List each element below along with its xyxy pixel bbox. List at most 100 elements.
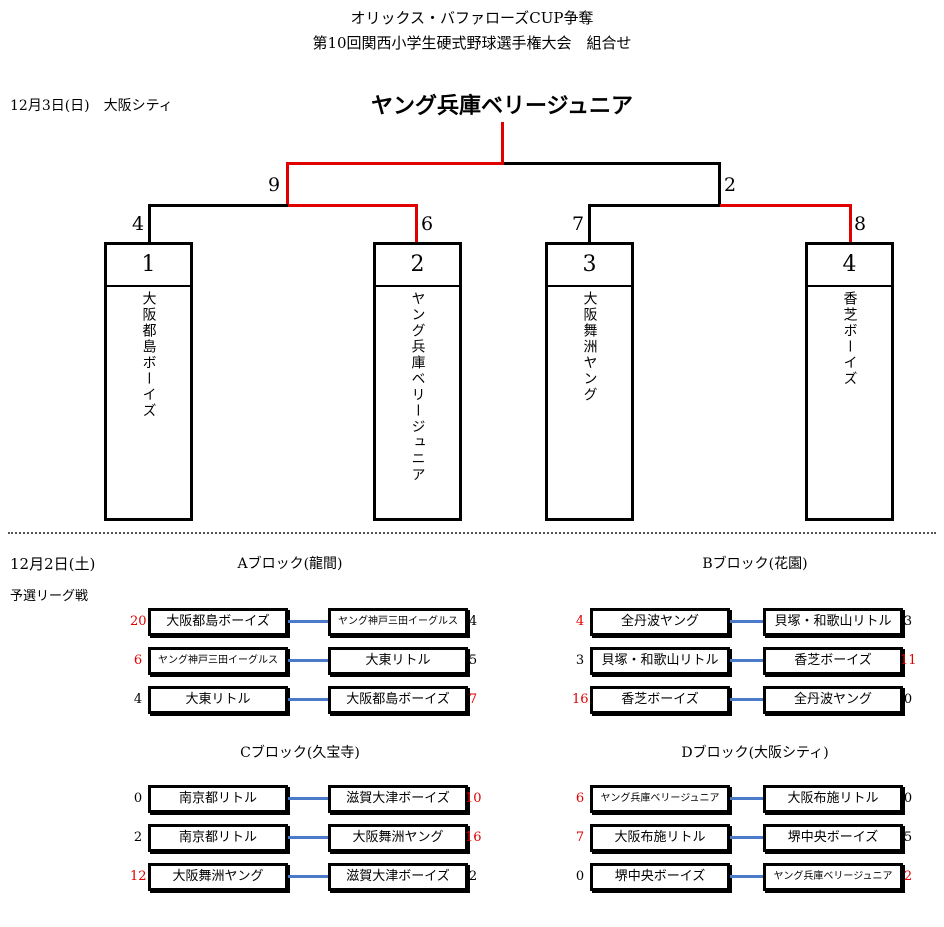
home-score: 6	[575, 791, 585, 806]
semi-left-line-a	[148, 204, 288, 207]
away-score: 5	[903, 830, 913, 845]
away-score: 5	[468, 653, 478, 668]
semi-left-line-b	[288, 204, 418, 207]
away-score: 2	[903, 869, 913, 884]
score-right-semi: 2	[724, 174, 737, 196]
score-team4: 8	[854, 213, 867, 235]
away-score: 11	[900, 653, 917, 668]
away-score: 0	[903, 791, 913, 806]
team-box-2: 2 ヤング兵庫ベリージュニア	[373, 242, 462, 521]
section-divider	[8, 532, 936, 534]
score-team3: 7	[572, 213, 585, 235]
block-title: Bブロック(花園)	[702, 556, 808, 572]
home-team: 貝塚・和歌山リトル	[590, 647, 730, 675]
away-team: 滋賀大津ボーイズ	[328, 785, 468, 813]
team4-stem	[849, 204, 852, 244]
team3-stem	[588, 204, 591, 244]
home-score: 7	[575, 830, 585, 845]
home-score: 16	[572, 692, 589, 707]
match-connector	[288, 797, 328, 800]
team-name: 大阪舞洲ヤング	[581, 291, 598, 403]
block-title: Cブロック(久宝寺)	[240, 745, 360, 761]
home-team: ヤング兵庫ベリージュニア	[590, 785, 730, 813]
final-line-right	[504, 162, 720, 165]
prelim-date: 12月2日(土)	[10, 555, 96, 573]
match-connector	[288, 620, 328, 623]
team-name: 香芝ボーイズ	[841, 291, 858, 387]
final-date-place: 12月3日(日) 大阪シティ	[10, 98, 173, 114]
home-score: 20	[130, 614, 147, 629]
away-team: 香芝ボーイズ	[763, 647, 903, 675]
match-connector	[730, 620, 763, 623]
away-score: 2	[468, 869, 478, 884]
home-team: 南京都リトル	[148, 824, 288, 852]
team-box-4: 4 香芝ボーイズ	[805, 242, 894, 521]
semi-left-stem	[286, 162, 289, 206]
score-team2: 6	[421, 213, 434, 235]
away-score: 10	[465, 791, 482, 806]
match-connector	[730, 836, 763, 839]
champion-name: ヤング兵庫ベリージュニア	[370, 93, 634, 119]
team-number: 1	[107, 245, 190, 287]
semi-right-stem	[718, 162, 721, 206]
title-line1: オリックス・バファローズCUP争奪	[350, 9, 594, 27]
team-number: 2	[376, 245, 459, 287]
away-team: 全丹波ヤング	[763, 686, 903, 714]
away-team: ヤング神戸三田イーグルス	[328, 608, 468, 636]
match-connector	[730, 875, 763, 878]
match-connector	[288, 698, 328, 701]
away-team: 大阪布施リトル	[763, 785, 903, 813]
away-team: 滋賀大津ボーイズ	[328, 863, 468, 891]
semi-right-line-b	[720, 204, 852, 207]
score-team1: 4	[132, 213, 145, 235]
home-team: 大阪舞洲ヤング	[148, 863, 288, 891]
away-team: 堺中央ボーイズ	[763, 824, 903, 852]
home-score: 0	[133, 791, 143, 806]
away-team: 貝塚・和歌山リトル	[763, 608, 903, 636]
block-title: Aブロック(龍間)	[237, 556, 343, 572]
home-team: 南京都リトル	[148, 785, 288, 813]
home-score: 12	[130, 869, 147, 884]
champion-stem	[501, 122, 504, 164]
semi-right-line-a	[588, 204, 720, 207]
away-team: 大阪都島ボーイズ	[328, 686, 468, 714]
home-score: 4	[133, 692, 143, 707]
team-number: 4	[808, 245, 891, 287]
team-number: 3	[548, 245, 631, 287]
home-score: 2	[133, 830, 143, 845]
away-score: 4	[468, 614, 478, 629]
score-left-semi: 9	[268, 174, 281, 196]
away-team: 大東リトル	[328, 647, 468, 675]
away-score: 3	[903, 614, 913, 629]
block-title: Dブロック(大阪シティ)	[681, 745, 829, 761]
home-team: 大阪都島ボーイズ	[148, 608, 288, 636]
final-line-left	[286, 162, 504, 165]
home-team: 堺中央ボーイズ	[590, 863, 730, 891]
home-team: 大阪布施リトル	[590, 824, 730, 852]
away-score: 0	[903, 692, 913, 707]
match-connector	[288, 836, 328, 839]
team-name: ヤング兵庫ベリージュニア	[409, 291, 426, 483]
home-team: ヤング神戸三田イーグルス	[148, 647, 288, 675]
home-score: 3	[575, 653, 585, 668]
away-score: 7	[468, 692, 478, 707]
home-score: 0	[575, 869, 585, 884]
match-connector	[288, 659, 328, 662]
title-line2: 第10回関西小学生硬式野球選手権大会 組合せ	[312, 34, 632, 52]
match-connector	[288, 875, 328, 878]
home-team: 全丹波ヤング	[590, 608, 730, 636]
prelim-subtitle: 予選リーグ戦	[10, 589, 89, 604]
team1-stem	[148, 204, 151, 244]
home-team: 大東リトル	[148, 686, 288, 714]
team-name: 大阪都島ボーイズ	[140, 291, 157, 419]
team-box-1: 1 大阪都島ボーイズ	[104, 242, 193, 521]
match-connector	[730, 698, 763, 701]
away-team: ヤング兵庫ベリージュニア	[763, 863, 903, 891]
home-team: 香芝ボーイズ	[590, 686, 730, 714]
home-score: 6	[133, 653, 143, 668]
match-connector	[730, 797, 763, 800]
match-connector	[730, 659, 763, 662]
team2-stem	[415, 204, 418, 244]
away-score: 16	[465, 830, 482, 845]
away-team: 大阪舞洲ヤング	[328, 824, 468, 852]
